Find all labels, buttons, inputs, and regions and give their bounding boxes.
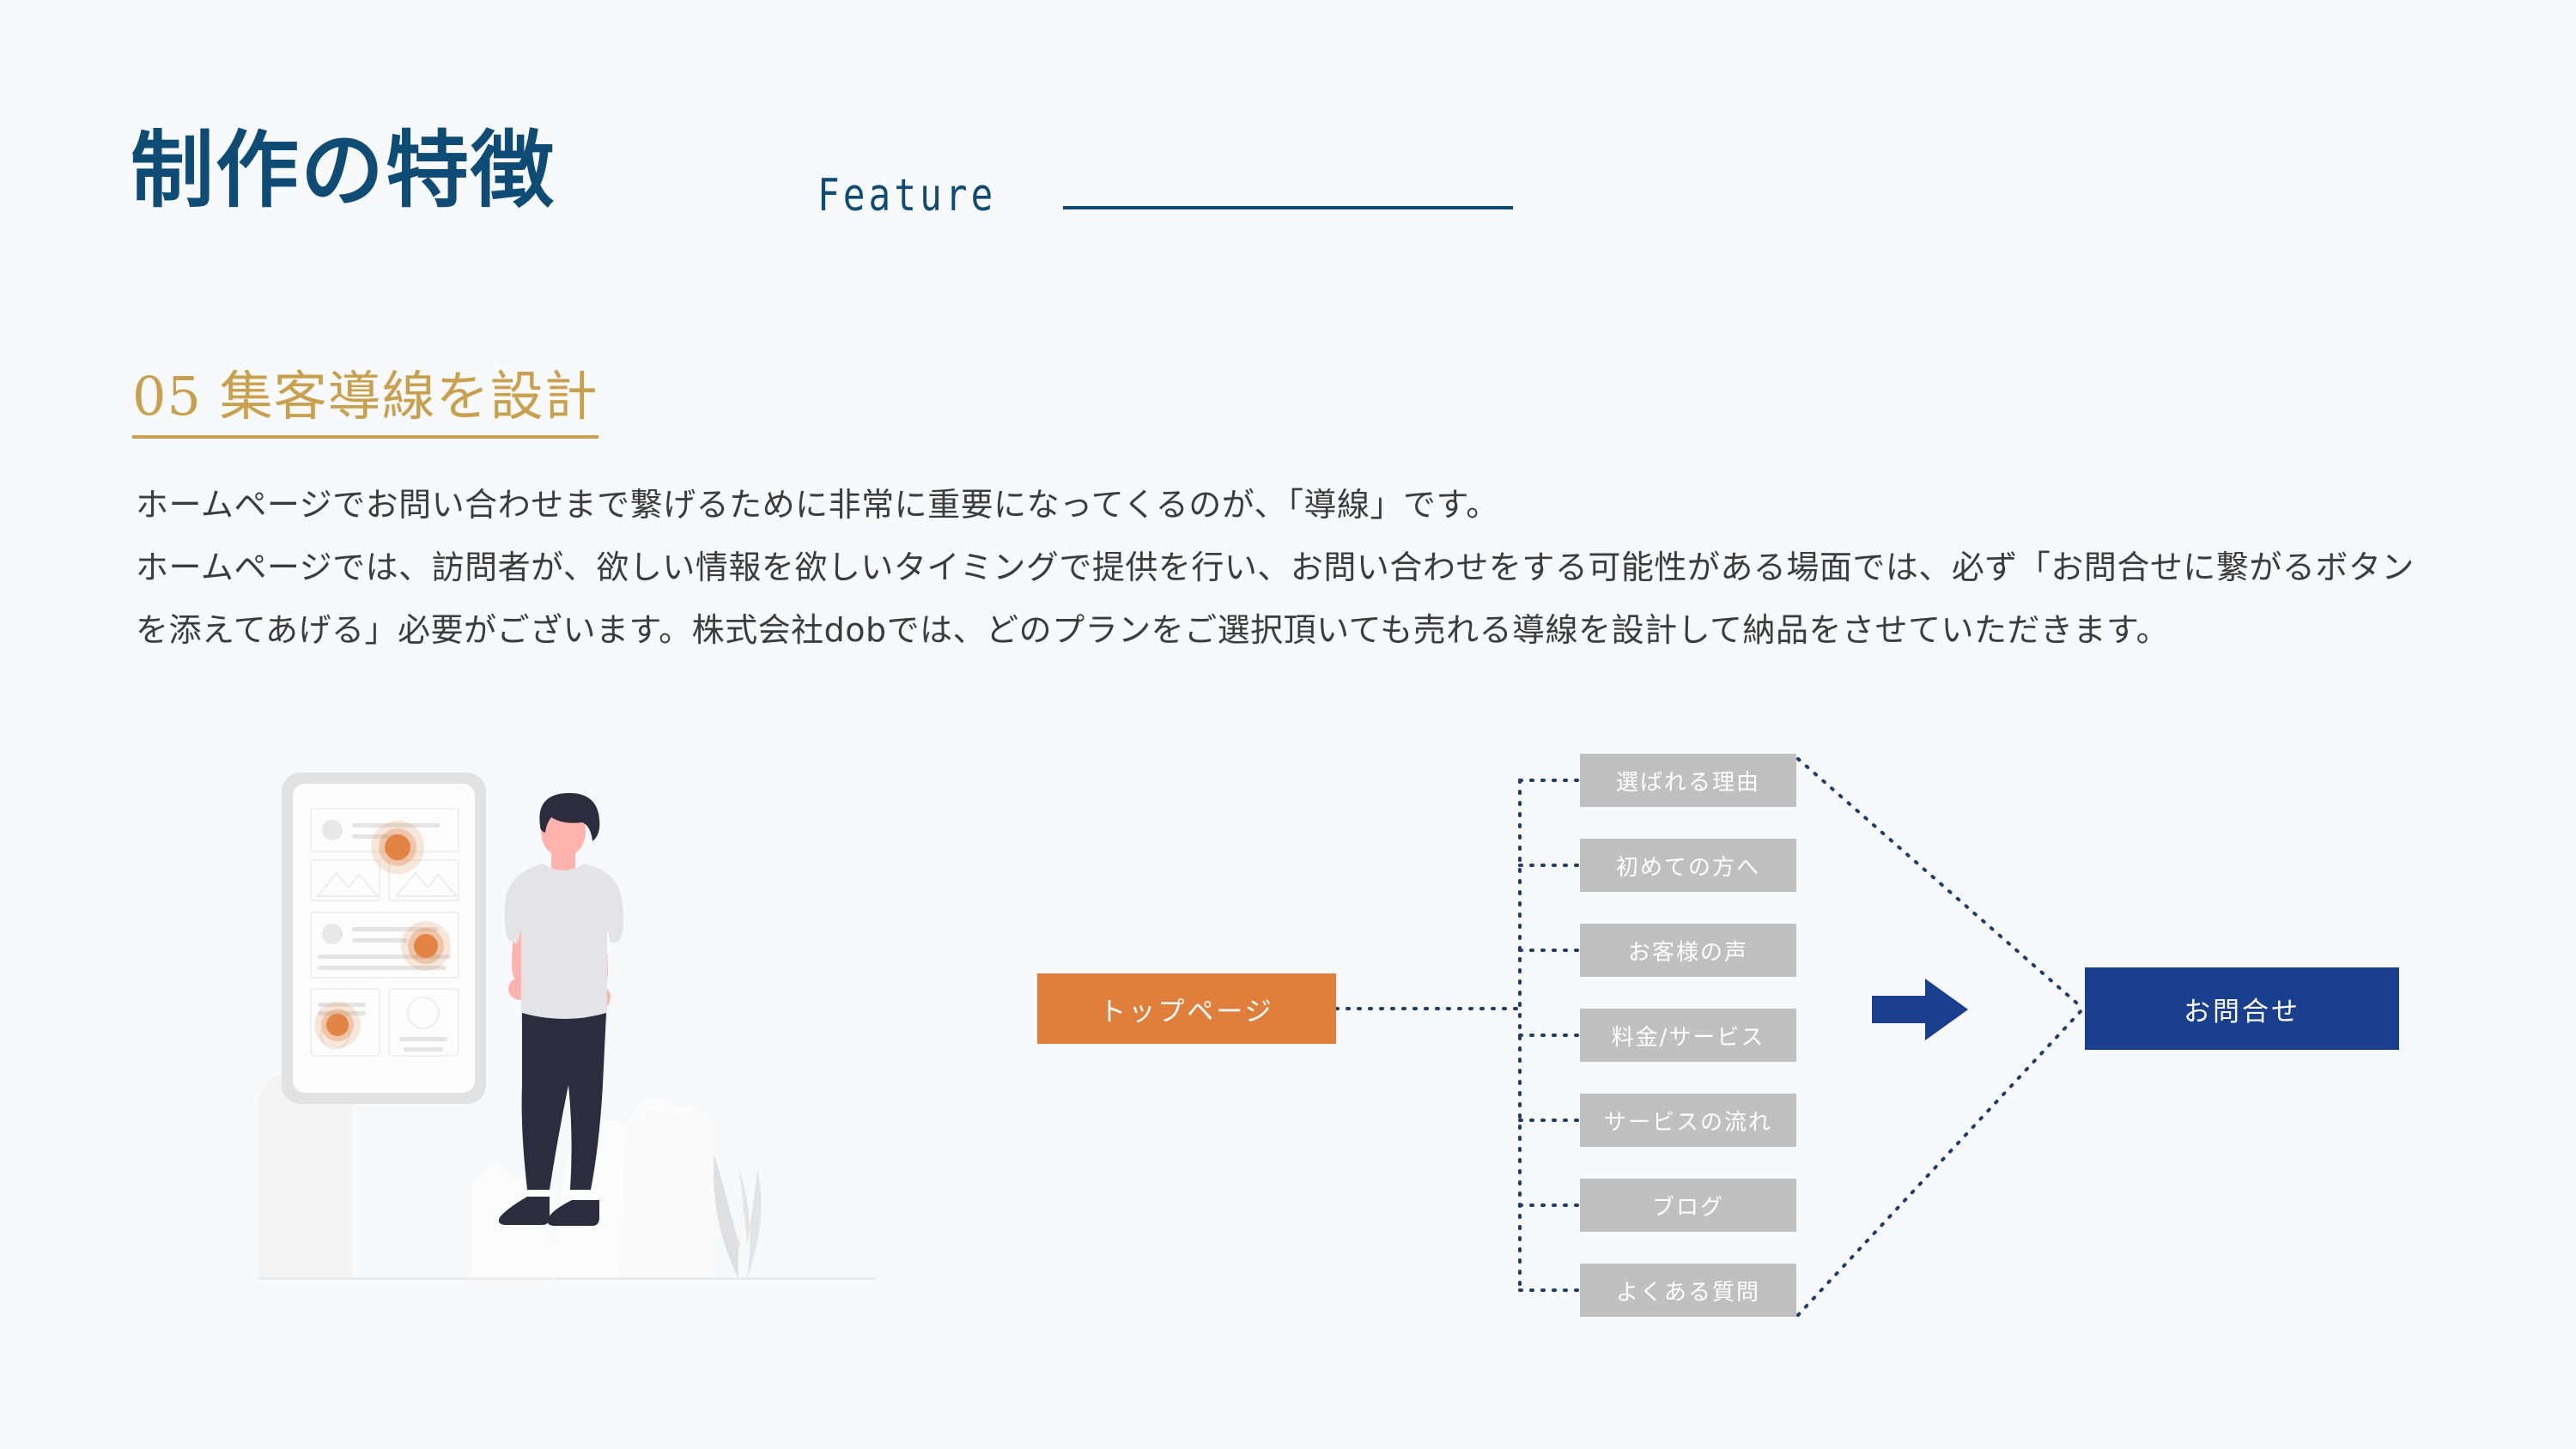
section-body-copy: ホームページでお問い合わせまで繋げるために非常に重要になってくるのが、「導線」で… (136, 474, 2445, 662)
header-rule-divider (1063, 206, 1513, 209)
tablet-device (282, 773, 486, 1104)
body-paragraph-2: ホームページでは、訪問者が、欲しい情報を欲しいタイミングで提供を行い、お問い合わ… (136, 549, 2415, 649)
diagram-node-pricing-services[interactable]: 料金/サービス (1580, 1009, 1796, 1062)
diagram-node-service-flow[interactable]: サービスの流れ (1580, 1094, 1796, 1147)
diagram-connectors (1334, 757, 2085, 1317)
page-header: 制作の特徴 Feature (0, 0, 2576, 292)
page-subtitle: Feature (817, 170, 997, 221)
diagram-node-for-first-timers[interactable]: 初めての方へ (1580, 839, 1796, 892)
page-title: 制作の特徴 (131, 122, 556, 219)
illustration-svg (258, 773, 876, 1283)
ground-line (258, 1277, 876, 1280)
diagram-node-reasons-chosen[interactable]: 選ばれる理由 (1580, 754, 1796, 807)
tap-hotspot-icons (314, 821, 451, 1048)
body-paragraph-1: ホームページでお問い合わせまで繋げるために非常に重要になってくるのが、「導線」で… (136, 486, 1499, 524)
right-arrow-icon (1872, 979, 1968, 1040)
diagram-node-top-page[interactable]: トップページ (1037, 973, 1336, 1044)
wireframe-card (310, 808, 459, 852)
conversion-flow-diagram: トップページ 選ばれる理由 初めての方へ お客様の声 料金/サービス サービスの… (987, 738, 2447, 1356)
connector-converge-bottom (1796, 1007, 2085, 1317)
connector-converge-top (1796, 757, 2085, 1010)
diagram-node-faq[interactable]: よくある質問 (1580, 1264, 1796, 1317)
diagram-node-contact[interactable]: お問合せ (2085, 967, 2399, 1050)
diagram-node-blog[interactable]: ブログ (1580, 1179, 1796, 1232)
illustration-person-with-tablet (258, 755, 910, 1288)
section-heading: 05 集客導線を設計 (132, 365, 598, 440)
diagram-node-customer-voice[interactable]: お客様の声 (1580, 924, 1796, 977)
person-figure (498, 792, 623, 1226)
